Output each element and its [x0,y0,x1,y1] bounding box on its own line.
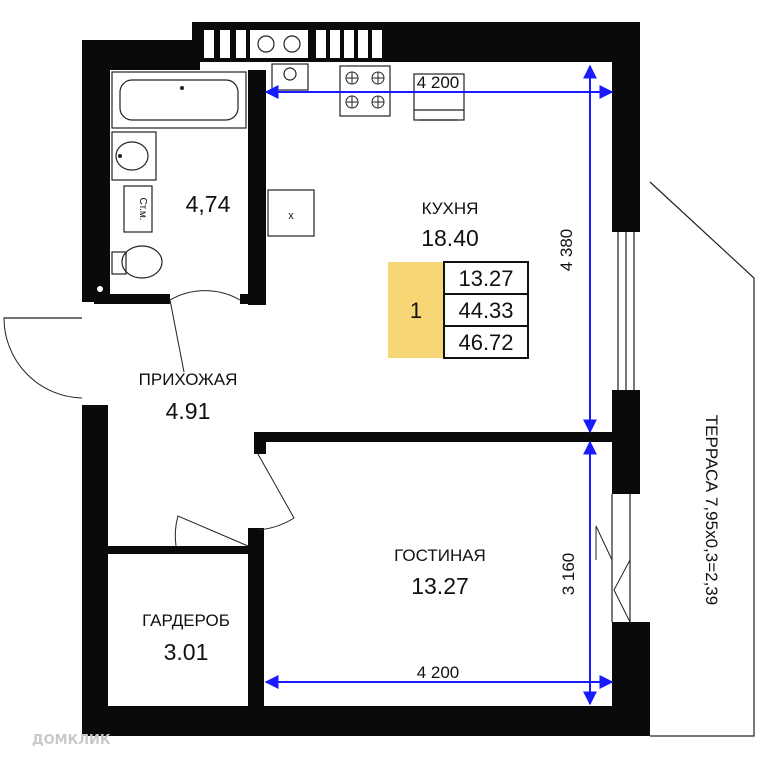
kitchen-name: КУХНЯ [422,199,479,218]
living-room-area: 13.27 [411,573,469,599]
entry-door [3,317,83,399]
bathroom-door [169,290,241,373]
utility-shaft-icon: x [267,189,315,237]
living-room-door [257,453,295,531]
rooms-count-badge [388,262,444,358]
top-wall-openings [204,30,382,58]
hallway-area: 4.91 [166,398,211,424]
washing-machine-icon [123,185,153,233]
living-depth-dimension: 3 160 [559,553,578,596]
rooms-count: 1 [410,298,422,323]
kitchen-area: 18.40 [421,225,479,251]
area-summary: 1 13.27 44.33 46.72 [388,261,529,359]
bathroom-area: 4,74 [186,191,231,217]
sink-icon [111,131,157,181]
hallway-name: ПРИХОЖАЯ [139,370,238,389]
total-with-terrace-value: 46.72 [458,330,513,355]
living-area-value: 13.27 [458,266,513,291]
living-room-name: ГОСТИНАЯ [394,546,486,565]
watermark: ДОМКЛИК [32,733,111,748]
toilet-label: Ст.м. [137,197,148,220]
living-width-dimension: 4 200 [417,663,460,682]
terrace [649,181,755,737]
kitchen-width-dimension: 4 200 [417,73,460,92]
bathtub-icon [111,71,247,129]
kitchen-sink-icon [271,63,309,91]
terrace-label: ТЕРРАСА 7,95х0,3=2,39 [702,415,721,605]
balcony-door [595,494,631,623]
wardrobe-name: ГАРДЕРОБ [142,611,230,630]
total-area-value: 44.33 [458,298,513,323]
walls [82,22,650,736]
kitchen-depth-dimension: 4 380 [557,229,576,272]
toilet-icon [94,245,163,294]
window [612,232,640,390]
wardrobe-area: 3.01 [164,639,209,665]
svg-text:x: x [288,210,294,222]
wardrobe-door [174,515,249,547]
dimension-lines [264,64,614,706]
